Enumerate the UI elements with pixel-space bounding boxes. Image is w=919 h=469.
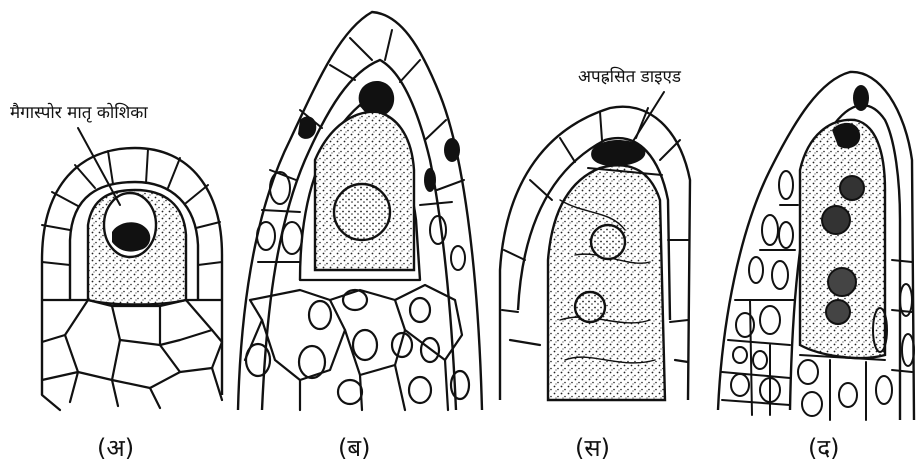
panel-d-label: (द): [808, 434, 839, 462]
megaspore-mother-cell-pointer: [78, 128, 120, 205]
megaspore-mother-cell-label: मैगास्पोर मातृ कोशिका: [10, 102, 148, 123]
panel-a-figure: [42, 148, 222, 410]
panel-a-label: (अ): [97, 434, 134, 462]
panel-c-figure: [500, 107, 690, 400]
degenerated-dyad-label: अपह्रसित डाइएड: [578, 66, 682, 87]
panel-b-figure: [238, 12, 482, 410]
panel-b-label: (ब): [338, 434, 370, 462]
panel-c-label: (स): [575, 434, 610, 462]
panel-d-figure: [718, 72, 914, 420]
